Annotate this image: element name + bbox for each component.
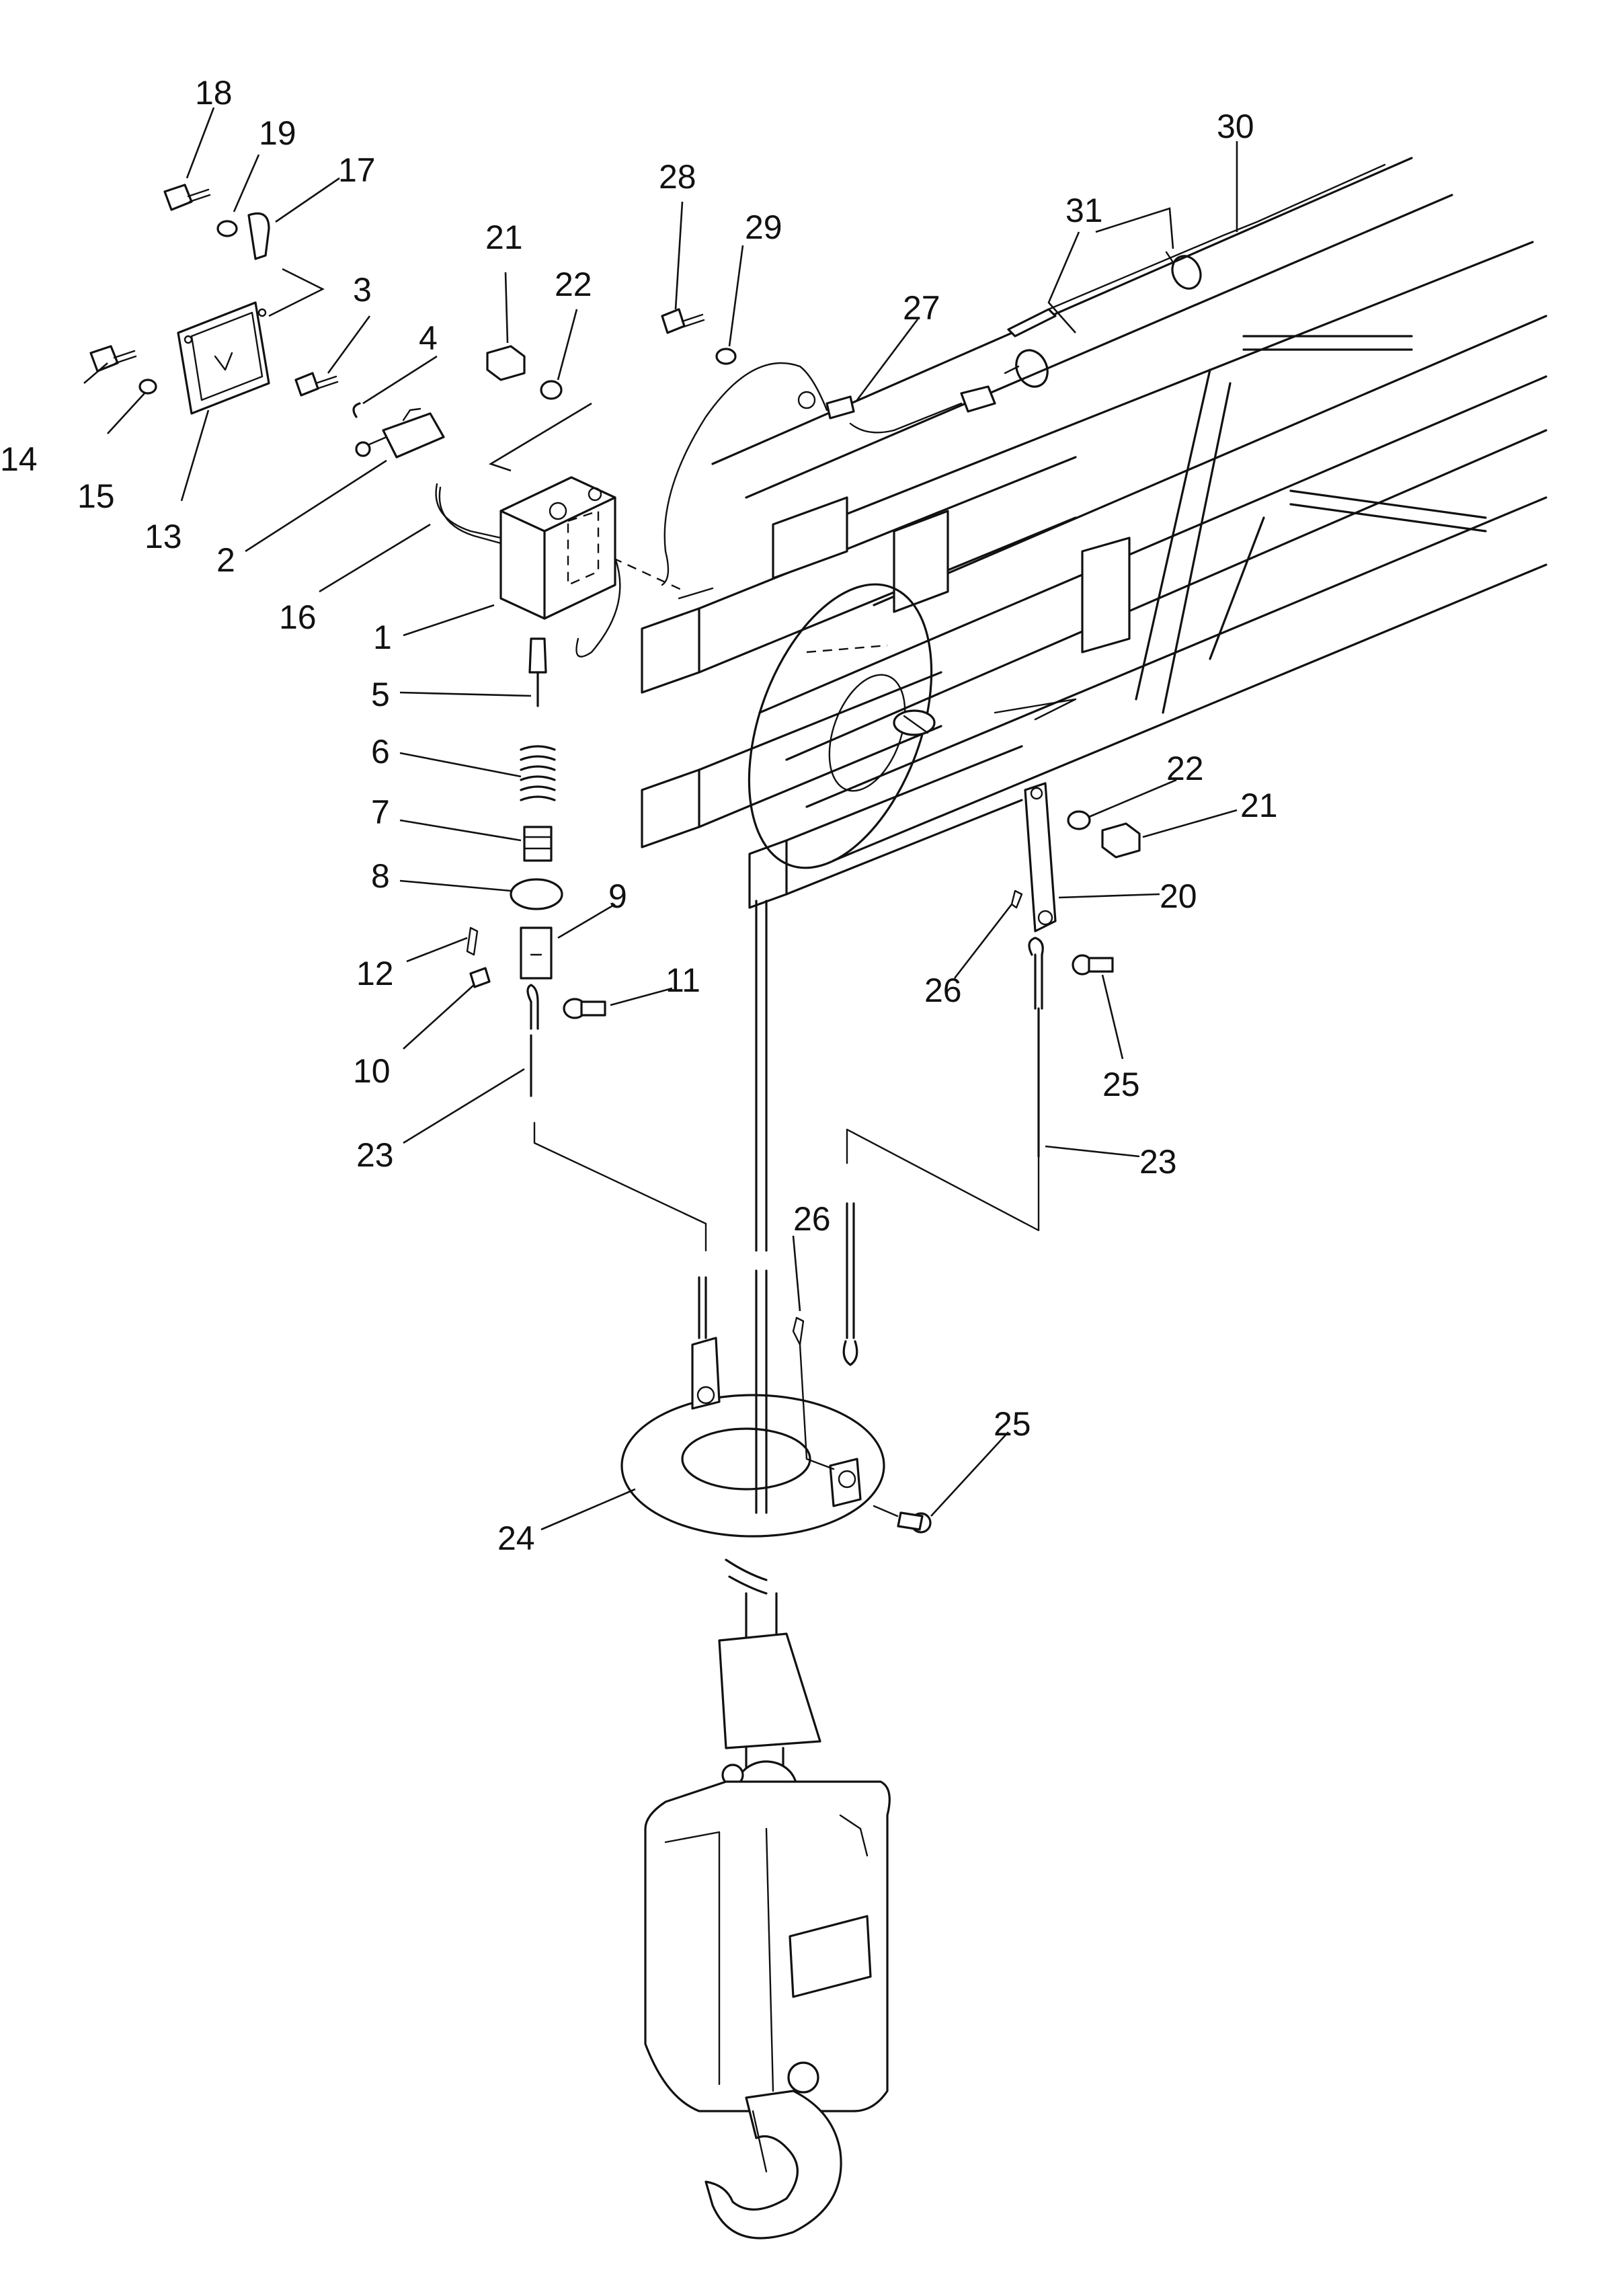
callout-8: 8 [371, 857, 390, 895]
limit-switch-box [435, 476, 621, 658]
callout-31: 31 [1065, 192, 1103, 229]
leader-lines [83, 107, 1238, 1531]
hoist-wire [755, 900, 768, 1514]
callout-12: 12 [356, 955, 394, 992]
hook-block [644, 1558, 891, 2240]
callout-2: 2 [216, 541, 235, 579]
callout-1: 1 [373, 619, 392, 656]
cover-plate [177, 301, 270, 415]
callout-13: 13 [145, 518, 182, 555]
right-link-assembly [846, 782, 1114, 1232]
callout-30: 30 [1217, 108, 1254, 145]
callout-27: 27 [903, 289, 940, 327]
callout-24: 24 [497, 1519, 535, 1557]
callout-18: 18 [195, 74, 233, 112]
callout-labels: 1 2 3 4 5 6 7 8 9 10 11 12 13 14 15 16 1… [0, 74, 1278, 1557]
callout-23a: 23 [356, 1136, 394, 1174]
callout-28: 28 [659, 158, 696, 196]
boom-structure [598, 157, 1547, 909]
callout-22b: 22 [1166, 750, 1204, 787]
callout-3: 3 [353, 271, 372, 309]
switch-rod-assembly [466, 637, 707, 1252]
callout-23b: 23 [1139, 1143, 1177, 1181]
callout-20: 20 [1160, 877, 1197, 915]
callout-29: 29 [745, 208, 782, 246]
callout-25b: 25 [994, 1405, 1031, 1443]
callout-26b: 26 [793, 1200, 831, 1238]
callout-7: 7 [371, 793, 390, 831]
callout-14: 14 [0, 440, 38, 478]
callout-6: 6 [371, 733, 390, 770]
callout-21a: 21 [485, 219, 523, 256]
callout-15: 15 [77, 477, 115, 515]
hardware-parts [89, 184, 1141, 859]
callout-17: 17 [338, 151, 376, 189]
callout-22a: 22 [555, 266, 592, 303]
callout-16: 16 [279, 598, 317, 636]
callout-26a: 26 [924, 972, 962, 1009]
callout-25a: 25 [1102, 1066, 1140, 1103]
callout-11: 11 [666, 961, 700, 999]
callout-21b: 21 [1240, 787, 1278, 824]
upper-cable [661, 163, 1386, 586]
callout-5: 5 [371, 676, 390, 713]
weight-ring [620, 1202, 932, 1538]
callout-10: 10 [353, 1052, 391, 1090]
callout-19: 19 [259, 114, 296, 152]
callout-9: 9 [608, 877, 627, 915]
callout-4: 4 [419, 319, 438, 357]
toggle-switch [355, 407, 445, 459]
